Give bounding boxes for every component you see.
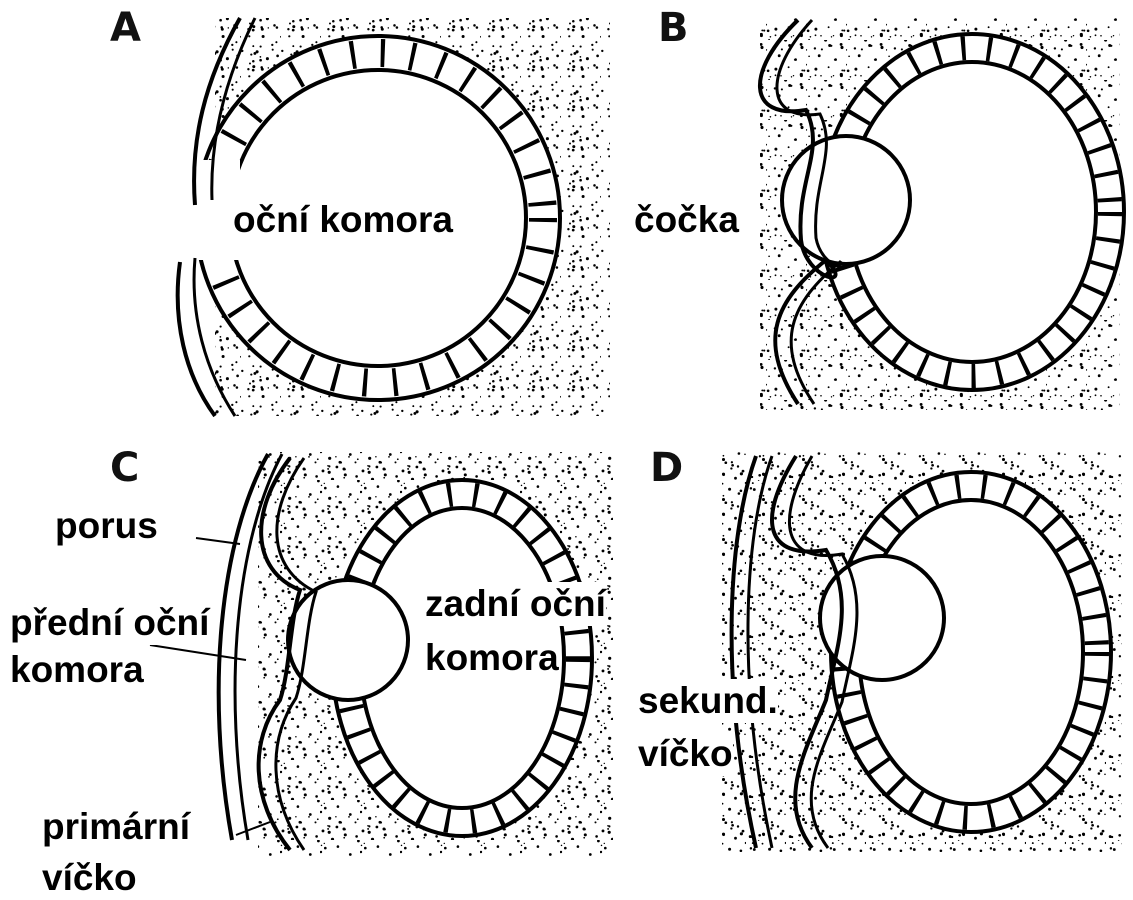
- primary-lid-label-line1: primární: [42, 805, 190, 849]
- panel-d-drawing: [626, 440, 1133, 899]
- porus-label: porus: [55, 504, 158, 548]
- panel-b: B čočka: [566, 0, 1133, 440]
- eye-chamber-label: oční komora: [233, 198, 453, 242]
- primary-lid-label-line2: víčko: [42, 856, 137, 900]
- lens-label: čočka: [634, 198, 739, 242]
- anterior-chamber-label-line2: komora: [10, 648, 144, 692]
- panel-b-letter: B: [658, 8, 689, 48]
- anterior-chamber-label-line1: přední oční: [10, 601, 209, 645]
- panel-a: A oční komora: [0, 0, 566, 440]
- anterior-chamber-leader: [150, 645, 246, 660]
- secondary-lid-label-line1: sekund.: [638, 679, 778, 723]
- panel-d-letter: D: [650, 448, 683, 488]
- panel-c: C porus přední oční komora zadní oční ko…: [0, 440, 626, 899]
- secondary-lid-label-line2: víčko: [638, 732, 733, 776]
- panel-a-letter: A: [110, 8, 141, 48]
- panel-d: D sekund. víčko: [626, 440, 1133, 899]
- posterior-chamber-label-line2: komora: [425, 636, 559, 680]
- panel-c-letter: C: [110, 448, 139, 488]
- posterior-chamber-label-line1: zadní oční: [425, 582, 606, 626]
